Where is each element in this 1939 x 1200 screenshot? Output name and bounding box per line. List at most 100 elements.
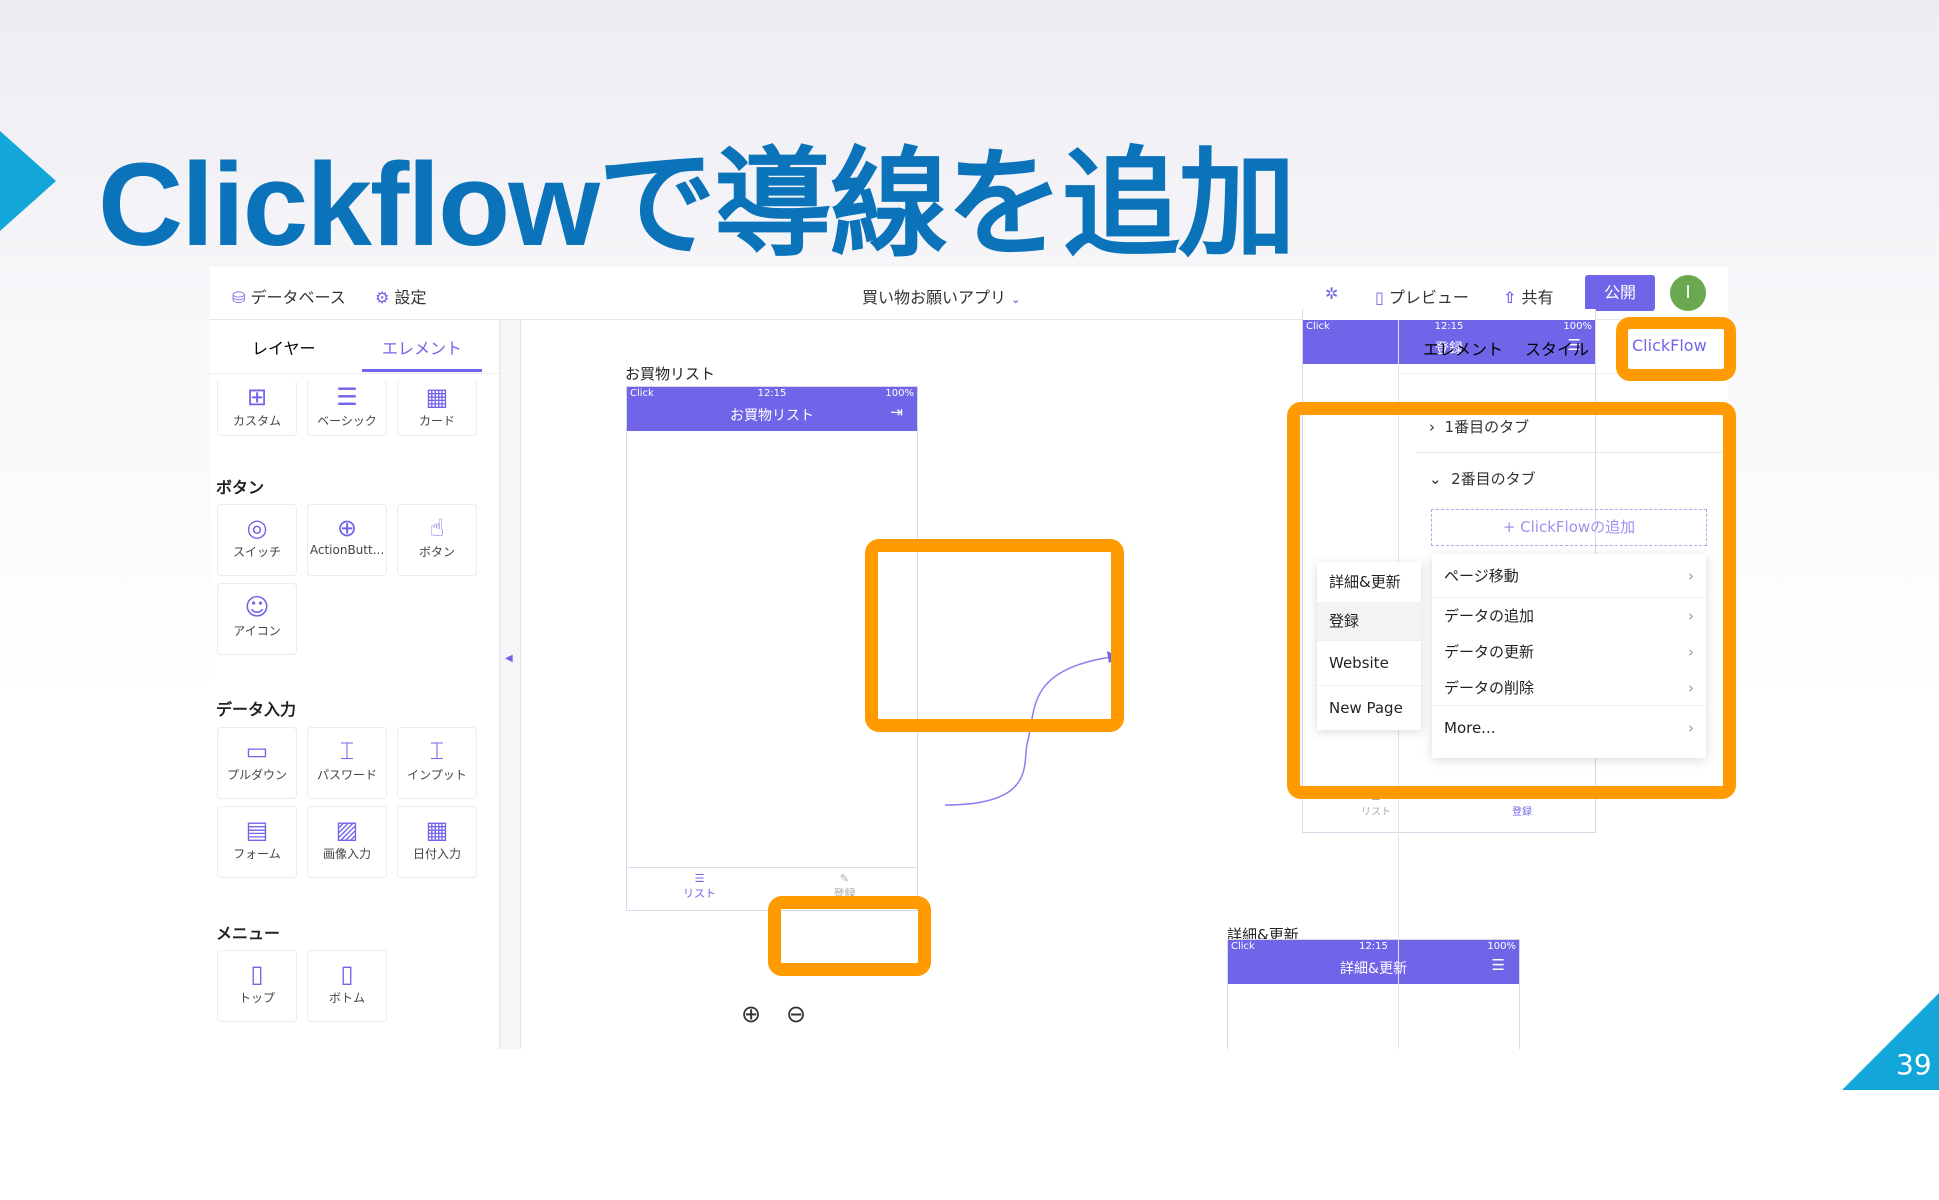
tap-icon: ☝	[429, 514, 445, 542]
section-title-menu: メニュー	[216, 924, 281, 943]
custom-icon: ⊞	[246, 383, 268, 411]
menu-item-register[interactable]: 登録	[1317, 602, 1421, 640]
element-card-dropdown[interactable]: ▭プルダウン	[217, 727, 297, 799]
list-icon: ☰	[694, 872, 705, 885]
edit-icon: ✎	[839, 872, 850, 885]
hamburger-icon: ☰	[1491, 956, 1505, 974]
element-card-custom[interactable]: ⊞カスタム	[217, 380, 297, 436]
calendar-icon: ▦	[425, 816, 449, 844]
menu-item-page-navigation[interactable]: ページ移動›	[1432, 554, 1706, 598]
database-icon: ⛁	[232, 288, 246, 307]
collapse-strip[interactable]: ◀	[500, 320, 521, 1049]
chevron-down-icon: ⌄	[1429, 470, 1442, 488]
page-submenu: 詳細&更新 登録 Website New Page	[1317, 562, 1421, 730]
chevron-right-icon: ›	[1688, 607, 1694, 625]
menu-item-delete-data[interactable]: データの削除›	[1432, 670, 1706, 706]
highlight-clickflow-tab	[1616, 317, 1736, 381]
add-clickflow-button[interactable]: + ClickFlowの追加	[1431, 509, 1707, 546]
flow-line	[944, 656, 1112, 806]
app-name-dropdown[interactable]: 買い物お願いアプリ ⌄	[862, 288, 1021, 307]
clickflow-action-menu: ページ移動› データの追加› データの更新› データの削除› More...›	[1432, 554, 1706, 758]
tab-element[interactable]: エレメント	[1423, 340, 1504, 359]
menu-item-website[interactable]: Website	[1317, 640, 1421, 685]
card-grid-icon: ▦	[425, 383, 449, 411]
gear-icon: ⚙	[375, 288, 390, 307]
hamburger-icon: ☰	[1567, 336, 1581, 354]
password-icon: ⌶	[339, 737, 355, 765]
element-card-password[interactable]: ⌶パスワード	[307, 727, 387, 799]
slide-marker-triangle	[0, 131, 56, 231]
element-card-switch[interactable]: ◎スイッチ	[217, 504, 297, 576]
smiley-icon: ☺	[244, 593, 270, 621]
screen-label: お買物リスト	[625, 365, 716, 383]
dropdown-icon: ▭	[245, 737, 269, 765]
bottom-menu-icon: ▯	[340, 960, 354, 988]
chevron-down-icon: ⌄	[1011, 293, 1021, 306]
element-card-card[interactable]: ▦カード	[397, 380, 477, 436]
element-card-date-input[interactable]: ▦日付入力	[397, 806, 477, 878]
section-title-data-input: データ入力	[216, 700, 297, 719]
tab-layer[interactable]: レイヤー	[252, 339, 316, 358]
chevron-right-icon: ›	[1688, 679, 1694, 697]
chevron-right-icon: ›	[1688, 567, 1694, 585]
menu-item-detail-update[interactable]: 詳細&更新	[1329, 573, 1401, 591]
chevron-right-icon: ›	[1688, 719, 1694, 737]
accordion-tab-1[interactable]: › 1番目のタブ	[1429, 418, 1530, 436]
highlight-register-tab	[768, 896, 931, 976]
plus-circle-icon: ⊕	[336, 514, 358, 542]
section-title-button: ボタン	[216, 478, 265, 497]
input-icon: ⌶	[429, 737, 445, 765]
top-bar: ⛁ データベース ⚙ 設定 買い物お願いアプリ ⌄ ✲ ▯ プレビュー ⇧ 共有…	[210, 267, 1728, 320]
menu-item-new-page[interactable]: New Page	[1317, 685, 1421, 729]
element-card-button[interactable]: ☝ボタン	[397, 504, 477, 576]
switch-icon: ◎	[246, 514, 268, 542]
publish-button[interactable]: 公開	[1585, 275, 1655, 311]
bug-icon[interactable]: ✲	[1325, 284, 1339, 303]
element-card-action-button[interactable]: ⊕ActionButt...	[307, 504, 387, 576]
zoom-in-button[interactable]: ⊕	[741, 1000, 762, 1028]
page-number: 39	[1896, 1048, 1932, 1081]
tab-bar-list[interactable]: ☰リスト	[627, 872, 772, 901]
avatar[interactable]: I	[1670, 275, 1706, 311]
element-card-bottom-menu[interactable]: ▯ボトム	[307, 950, 387, 1022]
menu-item-update-data[interactable]: データの更新›	[1432, 634, 1706, 670]
tab-element[interactable]: エレメント	[382, 339, 463, 358]
share-button[interactable]: ⇧ 共有	[1503, 288, 1554, 307]
logout-icon: ⇥	[890, 403, 903, 421]
menu-item-more[interactable]: More...›	[1432, 706, 1706, 750]
tab-style[interactable]: スタイル	[1525, 340, 1590, 359]
element-card-top-menu[interactable]: ▯トップ	[217, 950, 297, 1022]
screen-title: 詳細&更新	[1340, 961, 1407, 977]
phone-icon: ▯	[1375, 288, 1384, 307]
screen-title: お買物リスト	[730, 408, 814, 424]
left-panel: レイヤー エレメント ⊞カスタム ☰ベーシック ▦カード ボタン ◎スイッチ ⊕…	[210, 320, 500, 1049]
database-menu[interactable]: ⛁ データベース	[232, 288, 346, 307]
element-card-input[interactable]: ⌶インプット	[397, 727, 477, 799]
image-icon: ▨	[335, 816, 359, 844]
slide-title: Clickflowで導線を追加	[98, 139, 1296, 271]
chevron-right-icon: ›	[1688, 643, 1694, 661]
chevron-right-icon: ›	[1429, 418, 1435, 436]
highlight-clickflow-menu	[1287, 402, 1736, 799]
highlight-flow-arrow	[865, 539, 1124, 732]
accordion-tab-2[interactable]: ⌄ 2番目のタブ	[1429, 470, 1536, 488]
list-icon: ☰	[336, 383, 358, 411]
element-card-icon[interactable]: ☺アイコン	[217, 583, 297, 655]
menu-item-add-data[interactable]: データの追加›	[1432, 598, 1706, 634]
tab-clickflow[interactable]: ClickFlow	[1632, 336, 1707, 355]
active-tab-underline	[362, 369, 482, 372]
form-icon: ▤	[245, 816, 269, 844]
screen-title: 登録	[1435, 341, 1463, 357]
preview-button[interactable]: ▯ プレビュー	[1375, 288, 1469, 307]
element-card-basic[interactable]: ☰ベーシック	[307, 380, 387, 436]
settings-menu[interactable]: ⚙ 設定	[375, 288, 427, 307]
zoom-out-button[interactable]: ⊖	[786, 1000, 807, 1028]
element-card-form[interactable]: ▤フォーム	[217, 806, 297, 878]
page-number-corner	[1842, 993, 1939, 1090]
upload-icon: ⇧	[1503, 288, 1517, 307]
element-card-image-input[interactable]: ▨画像入力	[307, 806, 387, 878]
collapse-arrow-icon[interactable]: ◀	[505, 653, 513, 664]
top-menu-icon: ▯	[250, 960, 264, 988]
